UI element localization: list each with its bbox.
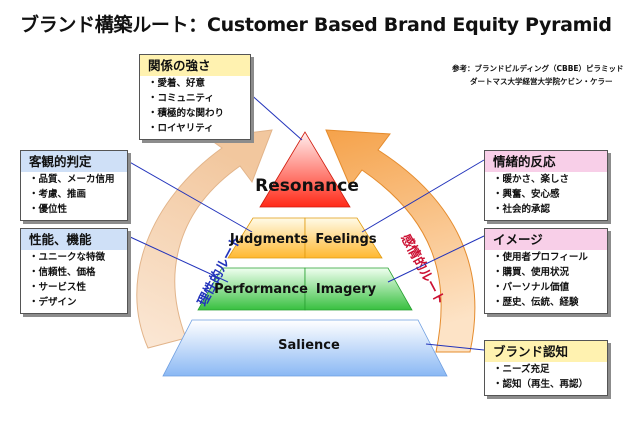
connector-awareness: [425, 343, 485, 351]
feelings-box: 情緒的反応 暖かさ、楽しさ 興奮、安心感 社会的承認: [484, 150, 608, 221]
list-item: デザイン: [29, 295, 123, 310]
list-item: 暖かさ、楽しさ: [493, 172, 603, 187]
imagery-box: イメージ 使用者プロフィール 購買、使用状況 パーソナル価値 歴史、伝統、経験: [484, 228, 608, 314]
list-item: 優位性: [29, 202, 123, 217]
resonance-label: Resonance: [255, 176, 359, 196]
salience-label: Salience: [278, 338, 340, 353]
feelings-heading: 情緒的反応: [485, 151, 607, 172]
relationship-box: 関係の強さ 愛着、好意 コミュニティ 積極的な関わり ロイヤリティ: [139, 54, 251, 140]
connector-imagery: [387, 235, 485, 283]
resonance-tier: [259, 131, 351, 208]
list-item: ロイヤリティ: [148, 121, 246, 136]
relationship-heading: 関係の強さ: [140, 55, 250, 76]
list-item: 購買、使用状況: [493, 265, 603, 280]
list-item: 歴史、伝統、経験: [493, 295, 603, 310]
list-item: ニーズ充足: [493, 362, 603, 377]
imagery-tier: [304, 267, 413, 311]
list-item: 興奮、安心感: [493, 187, 603, 202]
judgment-heading: 客観的判定: [21, 151, 127, 172]
list-item: 品質、メーカ信用: [29, 172, 123, 187]
list-item: 考慮、推画: [29, 187, 123, 202]
performance-box: 性能、機能 ユニークな特徴 信頼性、価格 サービス性 デザイン: [20, 228, 128, 314]
connector-relationship: [247, 91, 303, 141]
connector-performance: [127, 235, 229, 283]
reference-note: 参考：ブランドビルディング（CBBE）ピラミッド ダートマス大学経営大学院ケビン…: [452, 62, 624, 88]
list-item: 認知（再生、再認）: [493, 377, 603, 392]
page-title: ブランド構築ルート：Customer Based Brand Equity Py…: [20, 14, 612, 36]
judgments-label: Judgments: [229, 232, 309, 247]
list-item: 積極的な関わり: [148, 106, 246, 121]
feelings-tier: [304, 217, 383, 259]
left-route-arrow: [136, 129, 273, 349]
imagery-label: Imagery: [315, 282, 377, 297]
reference-line-2: ダートマス大学経営大学院ケビン・ケラー: [470, 77, 613, 86]
judgment-box: 客観的判定 品質、メーカ信用 考慮、推画 優位性: [20, 150, 128, 221]
salience-tier: [162, 319, 448, 377]
connector-feelings: [361, 159, 485, 233]
performance-heading: 性能、機能: [21, 229, 127, 250]
list-item: 信頼性、価格: [29, 265, 123, 280]
list-item: コミュニティ: [148, 91, 246, 106]
performance-label: Performance: [214, 282, 308, 297]
list-item: 愛着、好意: [148, 76, 246, 91]
feelings-label: Feelings: [315, 232, 377, 247]
imagery-heading: イメージ: [485, 229, 607, 250]
reference-line-1: 参考：ブランドビルディング（CBBE）ピラミッド: [452, 64, 624, 73]
awareness-heading: ブランド認知: [485, 341, 607, 362]
list-item: 社会的承認: [493, 202, 603, 217]
connector-judgment: [125, 159, 253, 233]
list-item: サービス性: [29, 280, 123, 295]
awareness-box: ブランド認知 ニーズ充足 認知（再生、再認）: [484, 340, 608, 396]
list-item: ユニークな特徴: [29, 250, 123, 265]
list-item: 使用者プロフィール: [493, 250, 603, 265]
list-item: パーソナル価値: [493, 280, 603, 295]
